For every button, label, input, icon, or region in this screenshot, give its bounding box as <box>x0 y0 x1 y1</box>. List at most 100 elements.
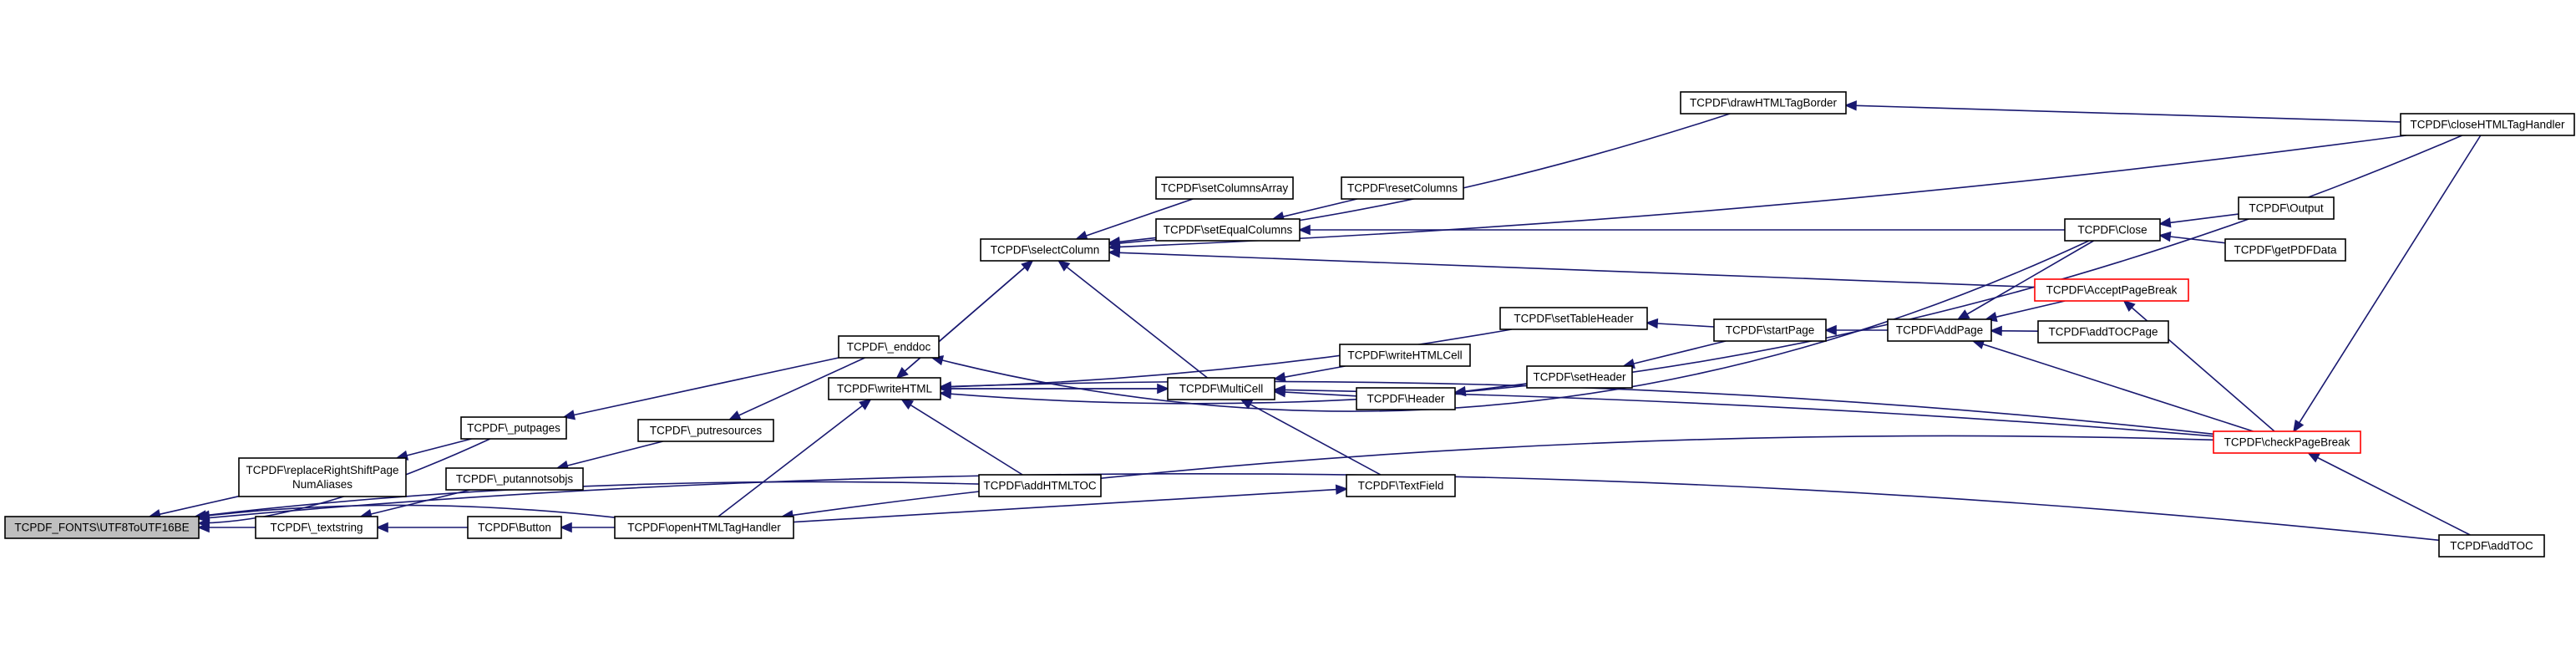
node-box[interactable] <box>1346 474 1456 497</box>
edge-acceptPageBreak-to-selectColumn <box>1118 252 2036 288</box>
node-box[interactable] <box>2064 218 2161 242</box>
node-addPage[interactable]: TCPDF\AddPage <box>1887 318 1992 342</box>
edge-putpages-to-replaceRS <box>406 438 472 456</box>
node-putannotsobjs[interactable]: TCPDF\_putannotsobjs <box>445 467 584 491</box>
node-box[interactable] <box>1680 91 1847 115</box>
node-box[interactable] <box>838 335 940 359</box>
node-label: TCPDF\_putresources <box>650 425 763 437</box>
node-setEqualColumns[interactable]: TCPDF\setEqualColumns <box>1155 218 1301 242</box>
node-box[interactable] <box>445 467 584 491</box>
node-label: TCPDF\addHTMLTOC <box>983 480 1097 492</box>
node-box[interactable] <box>828 377 941 400</box>
node-output[interactable]: TCPDF\Output <box>2238 196 2335 220</box>
arrowhead <box>2293 419 2305 433</box>
edge-getPDFData-to-close <box>2169 236 2226 244</box>
node-label: NumAliases <box>292 478 352 491</box>
node-box[interactable] <box>467 516 562 539</box>
edge-setColumnsArray-to-selectColumn <box>1085 198 1194 237</box>
node-label: TCPDF\setColumnsArray <box>1161 182 1289 195</box>
node-textField[interactable]: TCPDF\TextField <box>1346 474 1456 497</box>
node-putresources[interactable]: TCPDF\_putresources <box>637 419 774 442</box>
node-box[interactable] <box>2224 238 2346 262</box>
node-textstring[interactable]: TCPDF\_textstring <box>255 516 378 539</box>
node-checkPageBreak[interactable]: TCPDF\checkPageBreak <box>2213 430 2361 454</box>
node-root[interactable]: TCPDF_FONTS\UTF8ToUTF16BE <box>4 516 200 539</box>
node-box[interactable] <box>238 457 407 497</box>
node-setTableHeader[interactable]: TCPDF\setTableHeader <box>1499 307 1648 330</box>
arrowhead <box>1157 383 1170 395</box>
node-box[interactable] <box>2213 430 2361 454</box>
edge-putpages-to-root <box>208 438 491 524</box>
arrowhead <box>1843 100 1857 111</box>
arrowhead <box>2158 217 2172 228</box>
arrowhead <box>2306 452 2320 463</box>
node-button[interactable]: TCPDF\Button <box>467 516 562 539</box>
node-writeHTMLCell[interactable]: TCPDF\writeHTMLCell <box>1339 344 1471 367</box>
node-box[interactable] <box>2438 534 2545 558</box>
node-addTOCPage[interactable]: TCPDF\addTOCPage <box>2037 320 2169 344</box>
edge-textField-to-multiCell <box>1250 403 1382 476</box>
node-close[interactable]: TCPDF\Close <box>2064 218 2161 242</box>
node-box[interactable] <box>1499 307 1648 330</box>
node-box[interactable] <box>2034 278 2189 302</box>
node-box[interactable] <box>1713 318 1827 342</box>
node-acceptPageBreak[interactable]: TCPDF\AcceptPageBreak <box>2034 278 2189 302</box>
node-box[interactable] <box>1155 218 1301 242</box>
arrowhead <box>1272 385 1285 395</box>
node-getPDFData[interactable]: TCPDF\getPDFData <box>2224 238 2346 262</box>
node-label: TCPDF\AcceptPageBreak <box>2046 284 2178 297</box>
node-box[interactable] <box>1167 377 1275 400</box>
node-box[interactable] <box>1526 365 1633 389</box>
node-addTOC[interactable]: TCPDF\addTOC <box>2438 534 2545 558</box>
node-openHTML[interactable]: TCPDF\openHTMLTagHandler <box>614 516 794 539</box>
node-label: TCPDF\_enddoc <box>847 341 931 354</box>
arrowhead <box>1335 484 1349 495</box>
node-box[interactable] <box>980 238 1110 262</box>
node-label: TCPDF\Header <box>1367 393 1445 405</box>
node-box[interactable] <box>1356 387 1456 410</box>
node-box[interactable] <box>614 516 794 539</box>
edge-writeHTMLCell-to-multiCell <box>1284 365 1346 378</box>
node-selectColumn[interactable]: TCPDF\selectColumn <box>980 238 1110 262</box>
arrowhead <box>1272 371 1286 383</box>
edge-openHTML-to-textField <box>793 488 1337 523</box>
node-startPage[interactable]: TCPDF\startPage <box>1713 318 1827 342</box>
node-box[interactable] <box>460 416 567 440</box>
node-box[interactable] <box>1887 318 1992 342</box>
node-drawHTMLTagBorder[interactable]: TCPDF\drawHTMLTagBorder <box>1680 91 1847 115</box>
edge-putannotsobjs-to-textstring <box>370 489 471 515</box>
node-closeHTML[interactable]: TCPDF\closeHTMLTagHandler <box>2400 113 2575 136</box>
node-label: TCPDF\MultiCell <box>1179 383 1264 395</box>
node-box[interactable] <box>255 516 378 539</box>
node-box[interactable] <box>1341 176 1464 200</box>
edge-addHTMLTOC-to-writeHTML <box>910 404 1023 476</box>
node-box[interactable] <box>637 419 774 442</box>
node-multiCell[interactable]: TCPDF\MultiCell <box>1167 377 1275 400</box>
node-box[interactable] <box>2400 113 2575 136</box>
edge-openHTML-to-writeHTML <box>718 405 864 517</box>
node-box[interactable] <box>978 474 1102 497</box>
edge-addTOC-to-root <box>208 472 2440 542</box>
edge-closeHTML-to-checkPageBreak <box>2298 135 2482 424</box>
arrowhead <box>2122 299 2136 313</box>
node-setHeader[interactable]: TCPDF\setHeader <box>1526 365 1633 389</box>
node-enddoc[interactable]: TCPDF\_enddoc <box>838 335 940 359</box>
arrowhead <box>559 522 572 533</box>
node-header[interactable]: TCPDF\Header <box>1356 387 1456 410</box>
node-box[interactable] <box>4 516 200 539</box>
node-box[interactable] <box>2238 196 2335 220</box>
node-addHTMLTOC[interactable]: TCPDF\addHTMLTOC <box>978 474 1102 497</box>
node-resetColumns[interactable]: TCPDF\resetColumns <box>1341 176 1464 200</box>
edge-putresources-to-putannotsobjs <box>566 441 663 466</box>
edge-closeHTML-to-selectColumn <box>1118 135 2406 248</box>
node-box[interactable] <box>1155 176 1294 200</box>
node-setColumnsArray[interactable]: TCPDF\setColumnsArray <box>1155 176 1294 200</box>
node-label: TCPDF\writeHTMLCell <box>1347 349 1462 362</box>
node-putpages[interactable]: TCPDF\_putpages <box>460 416 567 440</box>
node-box[interactable] <box>1339 344 1471 367</box>
arrowhead <box>196 512 210 523</box>
node-box[interactable] <box>2037 320 2169 344</box>
node-writeHTML[interactable]: TCPDF\writeHTML <box>828 377 941 400</box>
edges-layer <box>148 100 2482 542</box>
